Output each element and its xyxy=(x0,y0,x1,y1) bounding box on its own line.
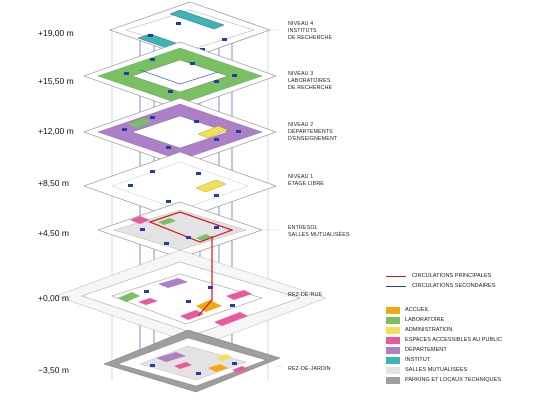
elevation-label: +15,50 m xyxy=(38,76,74,86)
elevation-label: +4,50 m xyxy=(38,228,69,238)
legend-item-administration: ADMINISTRATION xyxy=(386,326,452,334)
public-zone xyxy=(232,366,248,373)
legend-item-departement: DÉPARTEMENT xyxy=(386,346,447,354)
laboratoire-zone xyxy=(118,292,140,302)
level-label: REZ-DE-JARDIN xyxy=(288,366,331,372)
institut-zone xyxy=(169,9,225,30)
elevation-label: +12,00 m xyxy=(38,126,74,136)
administration-zone xyxy=(195,179,227,193)
legend-item-institut: INSTITUT xyxy=(386,356,430,364)
legend-item-secondary-circulation: CIRCULATIONS SECONDAIRES xyxy=(386,282,496,290)
public-zone xyxy=(214,312,248,326)
public-zone xyxy=(180,310,204,320)
legend-item-public-spaces: ESPACES ACCESSIBLES AU PUBLIC xyxy=(386,336,502,344)
legend-item-accueil: ACCUEIL xyxy=(386,306,429,314)
level-4-plan xyxy=(109,1,271,59)
rez-de-jardin-plan xyxy=(103,329,281,393)
accueil-zone xyxy=(208,364,228,372)
laboratoire-zone xyxy=(128,118,152,128)
accueil-zone xyxy=(196,300,222,312)
departement-zone xyxy=(156,352,186,362)
elevation-label: +0,00 m xyxy=(38,293,69,303)
departement-zone xyxy=(158,278,188,288)
public-zone xyxy=(174,362,192,369)
level-label: REZ-DE-RUE xyxy=(288,292,323,298)
legend-item-laboratoire: LABORATOIRE xyxy=(386,316,444,324)
elevation-label: +19,00 m xyxy=(38,28,74,38)
elevation-label: −3,50 m xyxy=(38,365,69,375)
level-3-plan xyxy=(83,41,277,111)
legend-item-main-circulation: CIRCULATIONS PRINCIPALES xyxy=(386,272,491,280)
administration-zone xyxy=(216,354,232,361)
legend-item-shared-rooms: SALLES MUTUALISÉES xyxy=(386,366,467,374)
public-zone xyxy=(130,216,150,224)
laboratoire-zone xyxy=(196,234,212,241)
level-2-plan xyxy=(83,97,277,167)
elevation-label: +8,50 m xyxy=(38,178,69,188)
legend-item-parking: PARKING ET LOCAUX TECHNIQUES xyxy=(386,376,501,384)
administration-zone xyxy=(197,125,229,139)
rez-de-rue-plan xyxy=(55,236,327,347)
entresol-plan xyxy=(97,201,263,259)
laboratoire-zone xyxy=(158,218,176,225)
public-zone xyxy=(226,290,252,300)
public-zone xyxy=(138,298,158,305)
